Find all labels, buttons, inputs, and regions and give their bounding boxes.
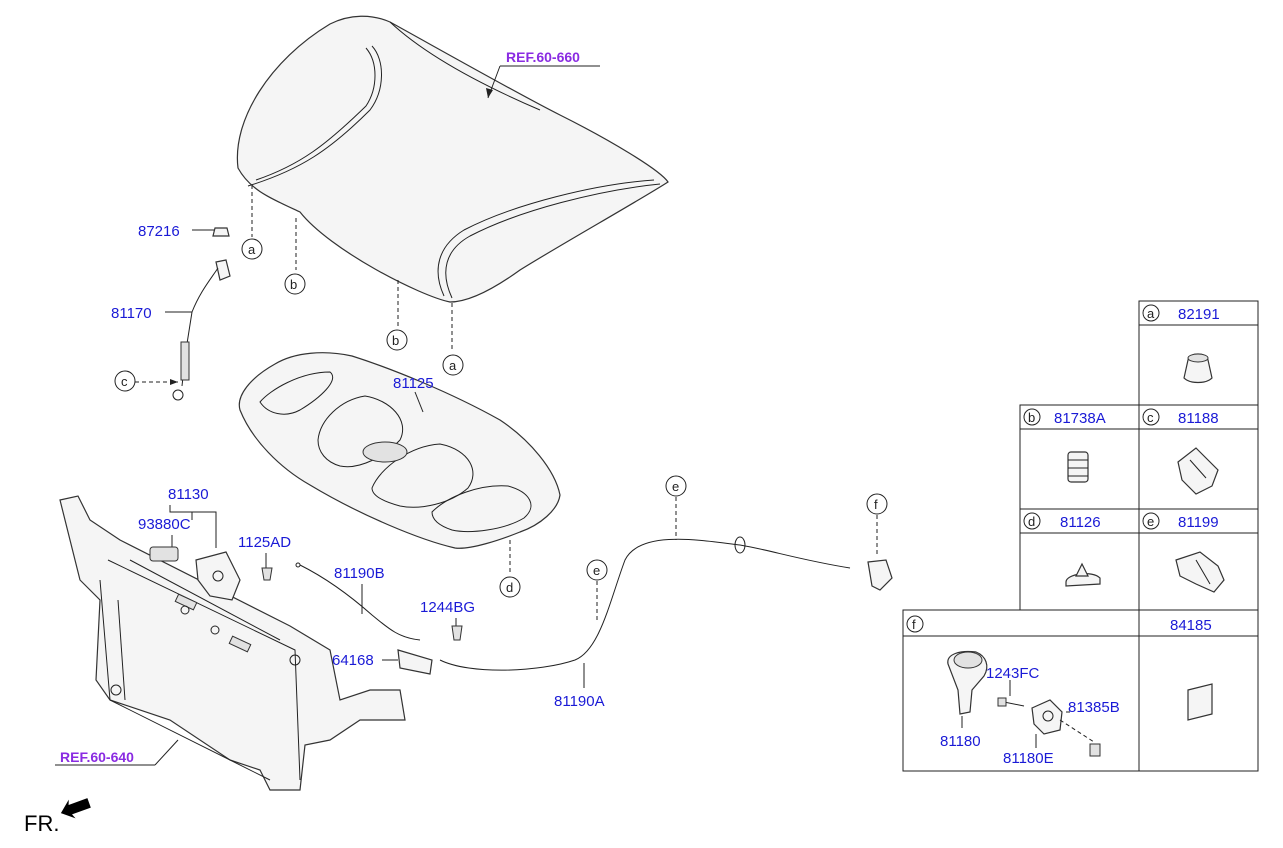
table-header-a: a 82191 — [1142, 304, 1220, 323]
svg-text:b: b — [290, 277, 297, 292]
grommet-81126-icon — [1065, 562, 1101, 587]
svg-text:e: e — [1147, 514, 1154, 529]
label-1243FC: 1243FC — [986, 665, 1040, 682]
svg-text:c: c — [121, 374, 128, 389]
svg-text:b: b — [1028, 410, 1035, 425]
hood-insulator: 81125 — [238, 352, 561, 549]
label-1244BG: 1244BG — [420, 599, 475, 616]
release-handle — [867, 559, 893, 591]
code-81126: 81126 — [1060, 514, 1101, 531]
hood-panel: REF.60-660 — [236, 15, 669, 303]
svg-text:a: a — [449, 358, 457, 373]
label-81190B: 81190B — [334, 565, 385, 582]
label-81190A: 81190A — [554, 693, 605, 710]
label-93880C: 93880C — [138, 516, 191, 533]
callout-c-1: c — [114, 370, 136, 392]
hood-latch — [149, 546, 241, 601]
label-64168: 64168 — [332, 652, 374, 669]
callout-e-2: e — [586, 559, 608, 581]
clip-81188-icon — [1177, 447, 1219, 495]
table-header-f: f 84185 — [906, 615, 1212, 634]
svg-text:d: d — [1028, 514, 1035, 529]
hood-stay-rod — [172, 227, 231, 401]
bumper-stop-82191-icon — [1183, 353, 1213, 384]
callout-a-2: a — [442, 354, 464, 376]
callout-f-1: f — [866, 493, 888, 515]
table-header-d: d 81126 — [1023, 512, 1101, 531]
label-81170: 81170 — [111, 305, 152, 322]
front-arrow-icon — [60, 798, 91, 819]
ref-carrier-label: REF.60-640 — [60, 749, 134, 765]
svg-text:a: a — [248, 242, 256, 257]
label-87216: 87216 — [138, 223, 180, 240]
svg-text:a: a — [1147, 306, 1155, 321]
label-81180: 81180 — [940, 733, 981, 750]
svg-text:e: e — [672, 479, 679, 494]
table-header-c: c 81188 — [1142, 408, 1219, 427]
svg-text:f: f — [912, 617, 916, 632]
table-header-b: b 81738A — [1023, 408, 1106, 427]
callout-a-1: a — [241, 238, 263, 260]
label-81385B: 81385B — [1068, 699, 1120, 716]
svg-text:f: f — [874, 497, 878, 512]
label-81180E: 81180E — [1003, 750, 1054, 767]
svg-text:e: e — [593, 563, 600, 578]
callout-d-1: d — [499, 576, 521, 598]
parts-table — [902, 300, 1259, 772]
front-direction-label: FR. — [24, 811, 59, 836]
svg-text:b: b — [392, 333, 399, 348]
callout-e-1: e — [665, 475, 687, 497]
callout-b-2: b — [386, 329, 408, 351]
clip-81199-icon — [1175, 551, 1225, 593]
code-84185: 84185 — [1170, 617, 1212, 634]
svg-text:d: d — [506, 580, 513, 595]
callout-b-1: b — [284, 273, 306, 295]
label-81130: 81130 — [168, 486, 209, 503]
label-81125: 81125 — [393, 375, 434, 392]
code-81188: 81188 — [1178, 410, 1219, 427]
svg-text:c: c — [1147, 410, 1154, 425]
table-header-e: e 81199 — [1142, 512, 1219, 531]
ref-hood-label: REF.60-660 — [506, 49, 580, 65]
code-81199: 81199 — [1178, 514, 1219, 531]
code-82191: 82191 — [1178, 306, 1220, 323]
release-handle-assembly — [947, 650, 1101, 757]
code-81738A: 81738A — [1054, 410, 1106, 427]
front-end-carrier — [59, 495, 406, 791]
label-1125AD: 1125AD — [238, 534, 291, 551]
buffer-81738A-icon — [1067, 451, 1089, 483]
label-84185-icon — [1187, 683, 1213, 721]
